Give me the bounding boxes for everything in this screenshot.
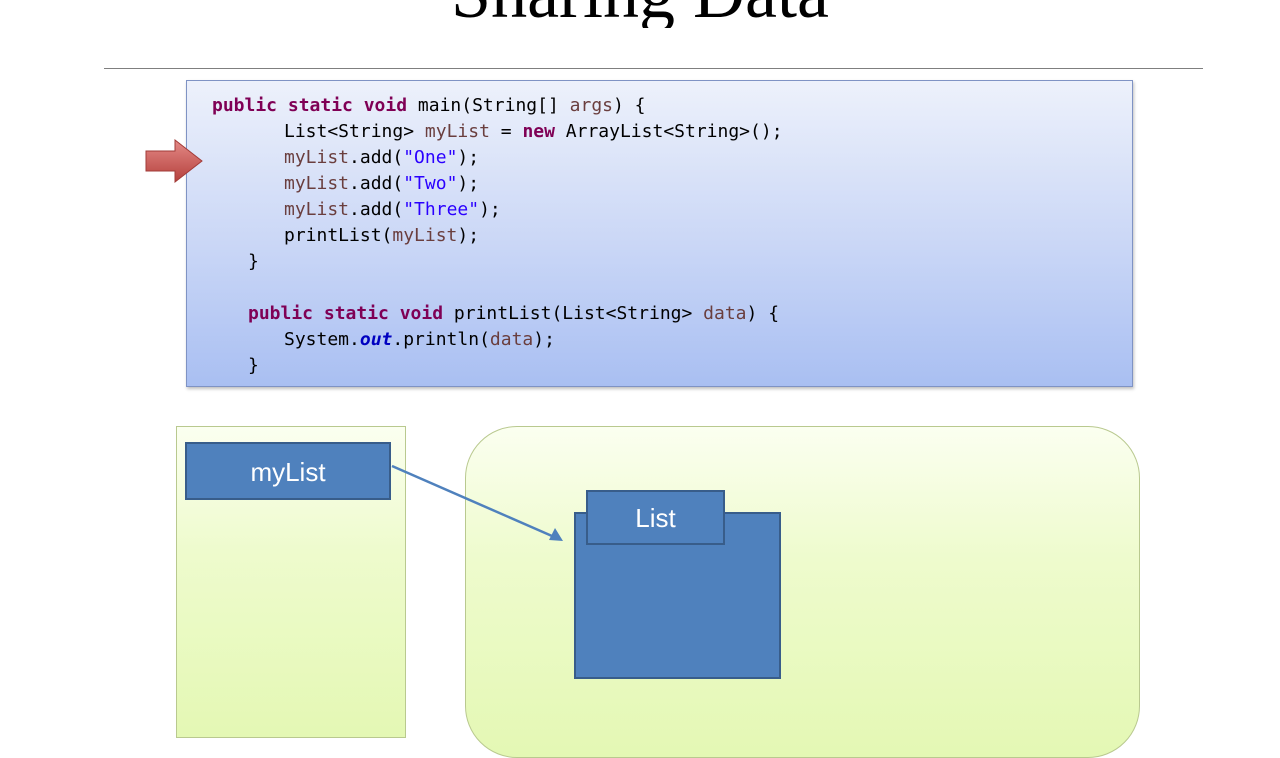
variable-box-mylist: myList xyxy=(185,442,391,500)
code-line-print-call: printList(myList); xyxy=(284,225,480,246)
slide-title: Sharing Data xyxy=(0,0,1280,28)
code-panel: public static void main(String[] args) {… xyxy=(186,80,1133,387)
code-line-main-signature: public static void main(String[] args) { xyxy=(212,95,646,116)
code-line-add-one: myList.add("One"); xyxy=(284,147,480,168)
code-line-printlist-close: } xyxy=(248,355,259,376)
code-line-printlist-signature: public static void printList(List<String… xyxy=(248,303,780,324)
title-divider xyxy=(104,68,1203,69)
list-object-label: List xyxy=(586,490,725,545)
code-line-println: System.out.println(data); xyxy=(284,329,555,350)
heap-panel xyxy=(465,426,1140,758)
code-line-main-close: } xyxy=(248,251,259,272)
right-arrow-icon xyxy=(145,139,203,183)
code-line-add-two: myList.add("Two"); xyxy=(284,173,480,194)
code-line-list-declaration: List<String> myList = new ArrayList<Stri… xyxy=(284,121,783,142)
code-line-add-three: myList.add("Three"); xyxy=(284,199,501,220)
